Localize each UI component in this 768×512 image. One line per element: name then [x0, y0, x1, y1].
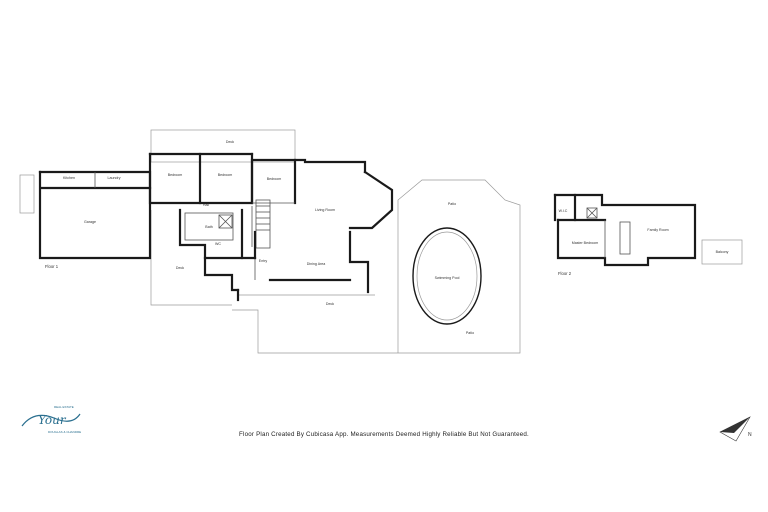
label-entry: Entry — [259, 259, 268, 263]
label-bath: Bath — [205, 225, 212, 229]
label-floor-1: Floor 1 — [45, 264, 59, 269]
label-bedroom-1: Bedroom — [168, 173, 183, 177]
label-laundry: Laundry — [108, 176, 121, 180]
label-patio-top: Patio — [448, 202, 456, 206]
label-hall: Hall — [203, 203, 209, 207]
label-floor-2: Floor 2 — [558, 271, 572, 276]
outdoor-areas — [19, 129, 521, 354]
label-living-room: Living Room — [315, 208, 335, 212]
label-bedroom-2: Bedroom — [218, 173, 233, 177]
compass-label: N — [748, 432, 752, 438]
label-deck-bottom: Deck — [326, 302, 334, 306]
svg-text:REAL ESTATE: REAL ESTATE — [54, 405, 74, 409]
label-deck-left: Deck — [176, 266, 184, 270]
north-arrow-icon: N — [719, 416, 752, 442]
label-wic: W.I.C — [559, 209, 568, 213]
label-kitchen: Kitchen — [63, 176, 75, 180]
floor-plan-caption: Floor Plan Created By Cubicasa App. Meas… — [239, 431, 529, 438]
label-swimming-pool: Swimming Pool — [435, 276, 460, 280]
svg-text:DOUGLAS & CHANDRE: DOUGLAS & CHANDRE — [48, 430, 81, 434]
label-garage: Garage — [84, 220, 96, 224]
label-bedroom-3: Bedroom — [267, 177, 282, 181]
label-patio: Patio — [466, 331, 474, 335]
agency-logo: REAL ESTATE Your DOUGLAS & CHANDRE — [21, 405, 81, 434]
floor-1-walls — [38, 152, 482, 325]
label-wc: WC — [215, 242, 221, 246]
label-deck-top: Deck — [226, 140, 234, 144]
label-family-room: Family Room — [647, 228, 668, 232]
label-balcony: Balcony — [716, 250, 729, 254]
label-master-bedroom: Master Bedroom — [572, 241, 599, 245]
floor-2-walls — [553, 193, 743, 267]
label-dining-area: Dining Area — [307, 262, 326, 266]
room-labels: Garage Kitchen Laundry Bedroom Bedroom B… — [45, 140, 729, 335]
svg-text:Your: Your — [38, 413, 67, 427]
